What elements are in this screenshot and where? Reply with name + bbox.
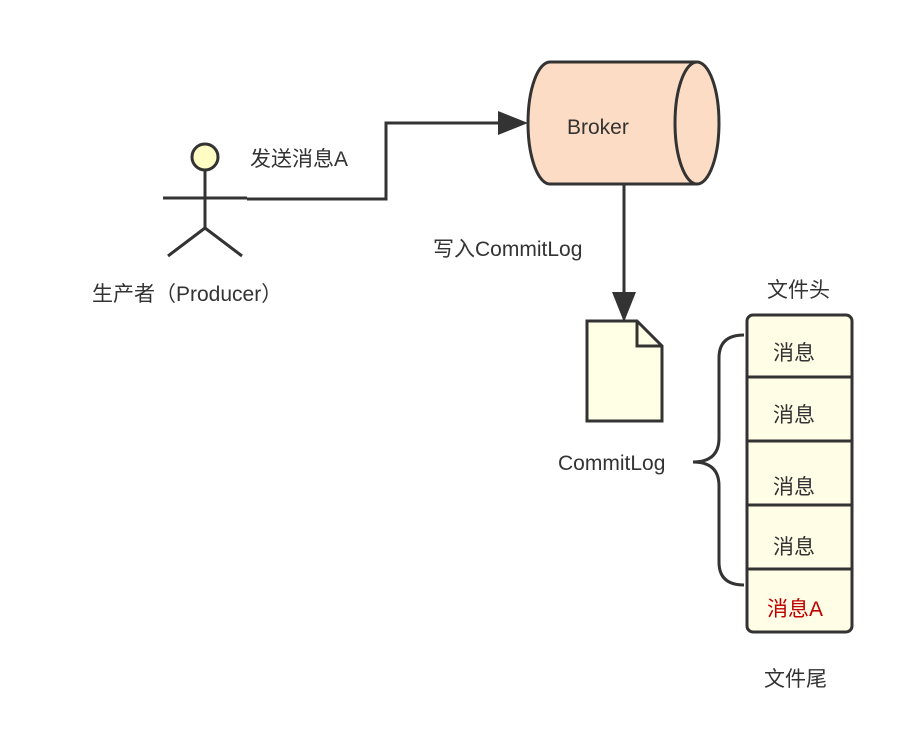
message-stack <box>745 313 854 634</box>
broker-node <box>526 60 721 186</box>
message-cell: 消息 <box>773 404 815 427</box>
send-edge <box>247 121 498 201</box>
commitlog-file-icon <box>585 319 664 423</box>
producer-head-icon <box>190 142 220 172</box>
file-footer-label: 文件尾 <box>764 668 827 691</box>
brace-icon <box>692 333 745 587</box>
producer-actor <box>163 142 247 258</box>
producer-label: 生产者（Producer） <box>92 283 282 306</box>
write-edge-label: 写入CommitLog <box>433 238 582 261</box>
send-arrow-icon <box>498 111 528 135</box>
message-cell-highlight: 消息A <box>767 598 823 621</box>
file-header-label: 文件头 <box>767 279 830 302</box>
send-edge-label: 发送消息A <box>250 148 348 171</box>
commitlog-label: CommitLog <box>558 452 665 475</box>
write-arrow-icon <box>612 292 636 322</box>
message-cell: 消息 <box>773 476 815 499</box>
message-cell: 消息 <box>773 342 815 365</box>
message-cell: 消息 <box>773 536 815 559</box>
broker-label: Broker <box>567 116 629 139</box>
